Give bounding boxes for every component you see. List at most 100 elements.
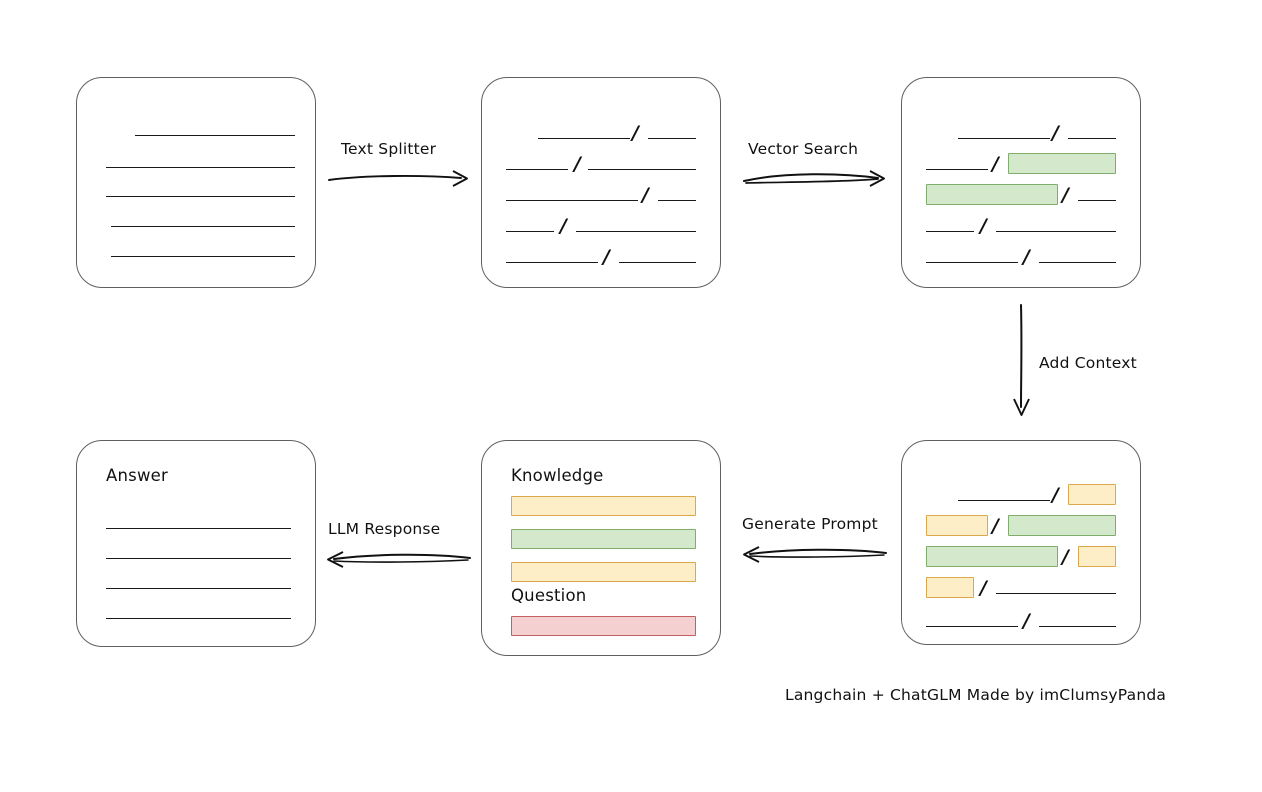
highlight-chip-green	[926, 184, 1058, 205]
text-row: /	[902, 483, 1140, 505]
line-segment-left	[506, 262, 598, 263]
line-segment-left	[926, 262, 1018, 263]
slash-separator: /	[1062, 184, 1069, 206]
line-segment-left	[926, 626, 1018, 627]
line-segment-right	[619, 262, 696, 263]
text-line	[77, 511, 315, 529]
text-line	[77, 118, 315, 136]
vector-search-result-box[interactable]: / / / / /	[901, 77, 1141, 288]
text-row: /	[902, 183, 1140, 205]
text-line	[77, 209, 315, 227]
line-segment-left	[506, 200, 638, 201]
highlight-chip-green	[1008, 153, 1116, 174]
slash-separator: /	[632, 122, 639, 144]
highlight-chip-green	[1008, 515, 1116, 536]
line-segment-right	[658, 200, 696, 201]
line-segment	[106, 558, 291, 559]
edge-llm-response-label: LLM Response	[328, 520, 441, 538]
line-segment-left	[958, 138, 1050, 139]
text-line	[77, 239, 315, 257]
line-segment	[106, 528, 291, 529]
text-row: /	[902, 514, 1140, 536]
edge-vector-search-label: Vector Search	[748, 140, 859, 158]
answer-box[interactable]: Answer	[76, 440, 316, 647]
text-line	[77, 150, 315, 168]
line-segment	[111, 256, 295, 257]
question-label: Question	[511, 586, 587, 605]
text-row: /	[902, 121, 1140, 143]
highlight-chip-yellow	[1078, 546, 1116, 567]
edge-llm-response: LLM Response	[322, 520, 472, 572]
highlight-chip-yellow	[926, 515, 988, 536]
line-segment	[106, 588, 291, 589]
line-segment-right	[1068, 138, 1116, 139]
vector-search-result-rows: / / / / /	[902, 78, 1140, 287]
source-document-box[interactable]	[76, 77, 316, 288]
slash-separator: /	[642, 184, 649, 206]
text-row: /	[902, 545, 1140, 567]
line-segment-left	[958, 500, 1050, 501]
line-segment	[111, 226, 295, 227]
line-segment-right	[996, 231, 1116, 232]
text-line	[77, 179, 315, 197]
line-segment	[106, 167, 295, 168]
edge-generate-prompt-label: Generate Prompt	[742, 515, 878, 533]
edge-text-splitter: Text Splitter	[327, 140, 473, 192]
text-line	[77, 571, 315, 589]
slash-separator: /	[1052, 484, 1059, 506]
line-segment	[135, 135, 295, 136]
slash-separator: /	[603, 246, 610, 268]
line-segment-right	[1039, 626, 1116, 627]
line-segment-right	[996, 593, 1116, 594]
split-document-box[interactable]: / / / / /	[481, 77, 721, 288]
text-row: /	[482, 183, 720, 205]
highlight-chip-green	[926, 546, 1058, 567]
slash-separator: /	[992, 515, 999, 537]
text-row: /	[482, 152, 720, 174]
line-segment	[106, 618, 291, 619]
highlight-chip-yellow	[1068, 484, 1116, 505]
slash-separator: /	[980, 577, 987, 599]
text-row: /	[902, 609, 1140, 631]
text-row: /	[482, 214, 720, 236]
slash-separator: /	[1023, 246, 1030, 268]
answer-label: Answer	[106, 466, 168, 485]
line-segment-left	[926, 231, 974, 232]
answer-lines	[77, 441, 315, 646]
question-bar-red	[511, 616, 696, 636]
text-line	[77, 541, 315, 559]
slash-separator: /	[992, 153, 999, 175]
knowledge-label: Knowledge	[511, 466, 604, 485]
knowledge-bar-green	[511, 529, 696, 549]
line-segment-left	[538, 138, 630, 139]
line-segment-right	[1078, 200, 1116, 201]
knowledge-bar-yellow-2	[511, 562, 696, 582]
edge-generate-prompt: Generate Prompt	[738, 515, 888, 567]
line-segment-right	[576, 231, 696, 232]
text-row: /	[482, 245, 720, 267]
slash-separator: /	[1023, 610, 1030, 632]
source-document-lines	[77, 78, 315, 287]
line-segment-right	[1039, 262, 1116, 263]
slash-separator: /	[560, 215, 567, 237]
split-document-rows: / / / / /	[482, 78, 720, 287]
prompt-box[interactable]: Knowledge Question	[481, 440, 721, 656]
context-document-box[interactable]: / / / / /	[901, 440, 1141, 645]
slash-separator: /	[1062, 546, 1069, 568]
text-row: /	[482, 121, 720, 143]
text-row: /	[902, 152, 1140, 174]
slash-separator: /	[574, 153, 581, 175]
text-line	[77, 601, 315, 619]
line-segment-right	[588, 169, 696, 170]
line-segment-left	[506, 231, 554, 232]
text-row: /	[902, 576, 1140, 598]
line-segment	[106, 196, 295, 197]
line-segment-left	[506, 169, 568, 170]
diagram-caption: Langchain + ChatGLM Made by imClumsyPand…	[785, 686, 1167, 704]
knowledge-bar-yellow-1	[511, 496, 696, 516]
highlight-chip-yellow	[926, 577, 974, 598]
slash-separator: /	[1052, 122, 1059, 144]
context-document-rows: / / / / /	[902, 441, 1140, 644]
line-segment-right	[648, 138, 696, 139]
